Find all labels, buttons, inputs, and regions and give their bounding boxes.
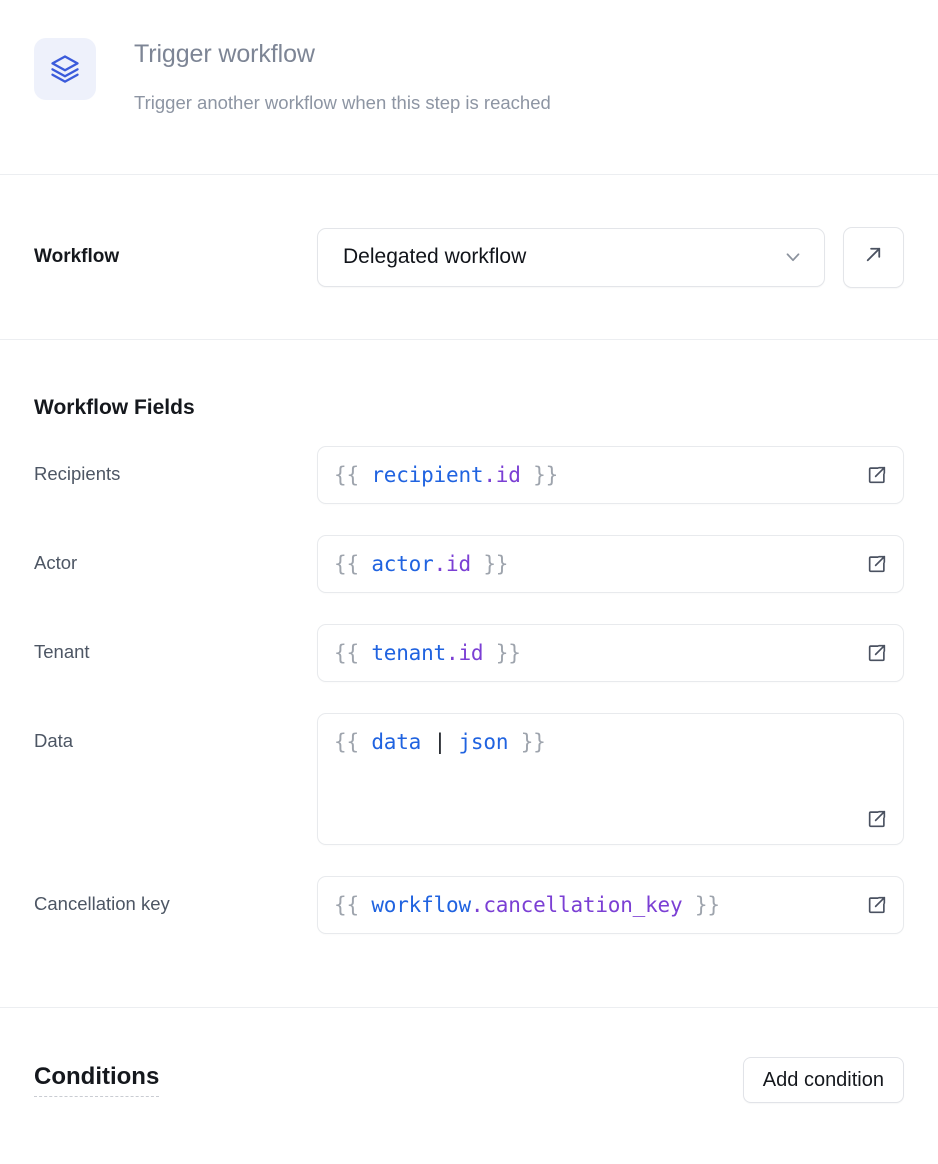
liquid-expression: {{ data | json }}: [334, 730, 546, 754]
divider-header: [0, 174, 938, 175]
field-input-actor[interactable]: {{ actor.id }}: [317, 535, 904, 593]
field-input-recipients[interactable]: {{ recipient.id }}: [317, 446, 904, 504]
field-label: Data: [34, 730, 74, 751]
chevron-down-icon: [782, 246, 804, 268]
add-condition-button[interactable]: Add condition: [742, 1057, 904, 1103]
field-row: Tenant {{ tenant.id }}: [34, 624, 904, 682]
field-label: Recipients: [34, 463, 121, 484]
conditions-title: Conditions: [34, 1063, 160, 1097]
arrow-up-right-icon: [862, 243, 885, 271]
field-row: Recipients {{ recipient.id }}: [34, 446, 904, 504]
workflow-select-group: Delegated workflow: [317, 226, 904, 288]
page-title: Trigger workflow: [134, 40, 315, 68]
layers-icon: [34, 38, 96, 100]
workflow-select-value: Delegated workflow: [343, 245, 527, 268]
field-label: Cancellation key: [34, 893, 170, 914]
open-workflow-button[interactable]: [843, 226, 904, 288]
field-row: Actor {{ actor.id }}: [34, 535, 904, 593]
divider-fields: [0, 1007, 938, 1008]
page-subtitle: Trigger another workflow when this step …: [134, 92, 551, 113]
workflow-label: Workflow: [34, 246, 120, 267]
workflow-fields-list: Recipients {{ recipient.id }} Actor {{ acto…: [34, 446, 904, 934]
liquid-expression: {{ workflow.cancellation_key }}: [334, 893, 720, 917]
step-header: Trigger workflow Trigger another workflo…: [0, 0, 938, 174]
workflow-fields-heading: Workflow Fields: [34, 396, 195, 419]
field-input-tenant[interactable]: {{ tenant.id }}: [317, 624, 904, 682]
liquid-expression: {{ actor.id }}: [334, 552, 509, 576]
field-row: Cancellation key {{ workflow.cancellation…: [34, 876, 904, 934]
workflow-section: Workflow Delegated workflow: [0, 175, 938, 339]
field-label: Actor: [34, 552, 78, 573]
external-link-icon[interactable]: [866, 808, 888, 830]
step-header-text: Trigger workflow Trigger another workflo…: [134, 34, 551, 118]
field-input-cancellation-key[interactable]: {{ workflow.cancellation_key }}: [317, 876, 904, 934]
field-label: Tenant: [34, 641, 90, 662]
liquid-expression: {{ recipient.id }}: [334, 463, 559, 487]
divider-workflow: [0, 339, 938, 340]
external-link-icon[interactable]: [866, 894, 888, 916]
workflow-fields-section: Workflow Fields Recipients {{ recipient.i…: [0, 340, 938, 934]
field-row: Data {{ data | json }}: [34, 713, 904, 845]
field-input-data[interactable]: {{ data | json }}: [317, 713, 904, 845]
external-link-icon[interactable]: [866, 464, 888, 486]
workflow-select[interactable]: Delegated workflow: [317, 227, 825, 287]
liquid-expression: {{ tenant.id }}: [334, 641, 521, 665]
external-link-icon[interactable]: [866, 642, 888, 664]
external-link-icon[interactable]: [866, 553, 888, 575]
conditions-section: Conditions Add condition: [0, 1008, 938, 1152]
